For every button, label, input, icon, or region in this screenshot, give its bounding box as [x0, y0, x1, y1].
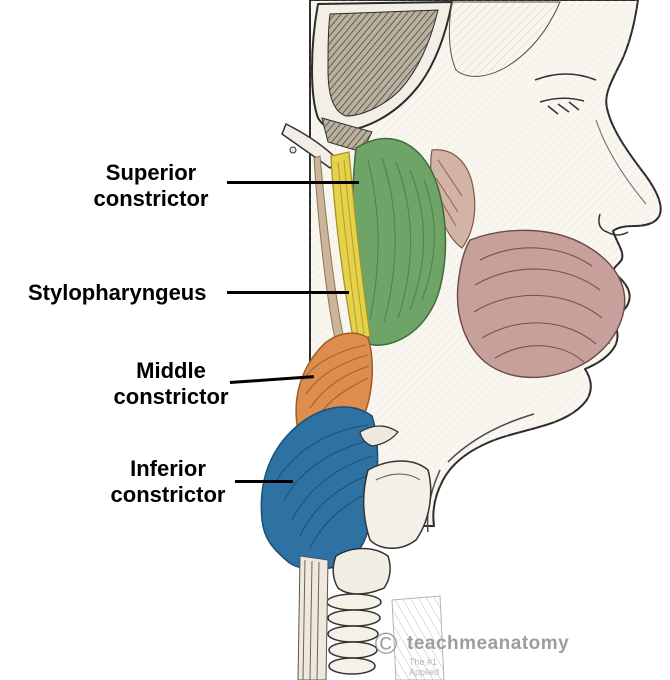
- cricoid-cartilage: [332, 547, 391, 595]
- leader-line-superior-constrictor: [227, 181, 359, 184]
- watermark-tagline: The #1 Applied Hum: [409, 657, 440, 680]
- eye-closed: [539, 97, 585, 103]
- copyright-icon: ©: [374, 626, 398, 661]
- thyroid-cartilage: [362, 460, 432, 549]
- eyebrow: [534, 73, 597, 81]
- jaw-line: [447, 413, 535, 463]
- leader-line-stylopharyngeus: [227, 291, 349, 294]
- watermark-brand: teachmeanatomy: [407, 633, 570, 654]
- trachea: [326, 593, 382, 675]
- label-stylopharyngeus: Stylopharyngeus: [28, 280, 207, 305]
- label-superior-constrictor: Superior constrictor: [93, 160, 209, 211]
- larynx: [332, 425, 432, 595]
- neck-muscles: [297, 555, 445, 680]
- leader-line-inferior-constrictor: [235, 480, 293, 483]
- inferior-constrictor-muscle: [260, 406, 379, 571]
- label-middle-constrictor: Middle constrictor: [113, 358, 229, 409]
- styloid-process: [281, 122, 340, 169]
- label-inferior-constrictor: Inferior constrictor: [110, 456, 226, 507]
- nose-bridge-line: [595, 119, 647, 205]
- skull-base: [281, 1, 561, 169]
- nostril: [598, 213, 629, 236]
- orbicularis-muscle: [456, 229, 626, 379]
